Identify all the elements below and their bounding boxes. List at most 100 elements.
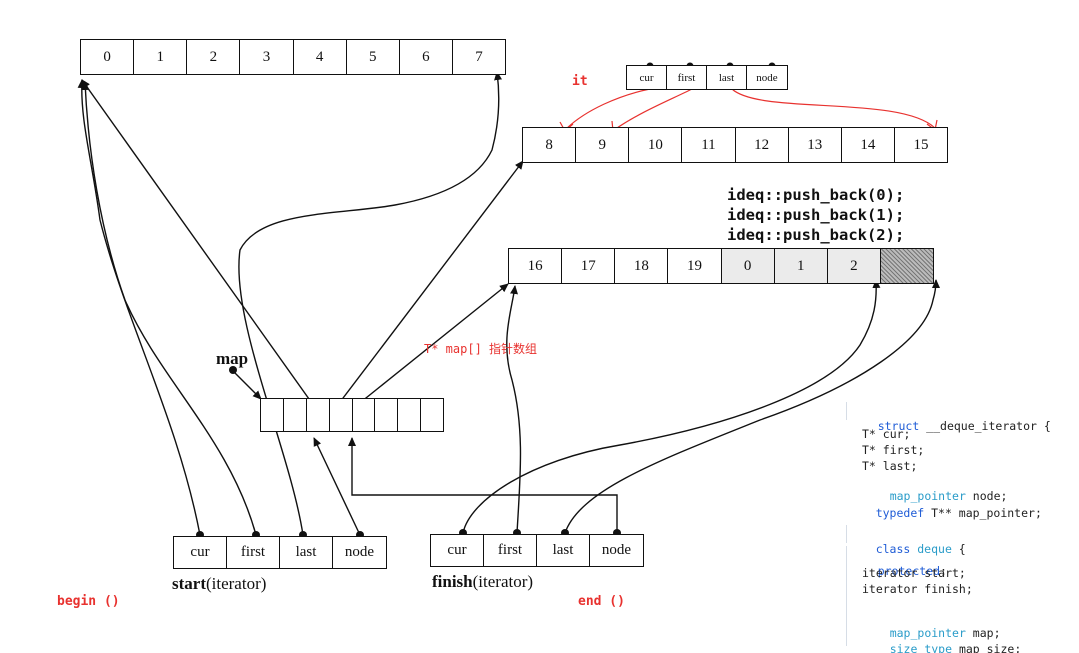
code-member: iterator finish; (862, 582, 973, 596)
map-slot (375, 399, 399, 431)
map-slot (307, 399, 330, 431)
buffer-cell: 18 (615, 249, 669, 283)
it-field-cur: cur (627, 66, 667, 89)
map-array (260, 398, 444, 432)
code-type: deque (910, 542, 952, 556)
code-field: T* last; (862, 459, 918, 473)
arrow-finish-first (506, 285, 522, 534)
arrow-finish-node (348, 437, 618, 533)
code-keyword: typedef (875, 506, 925, 520)
code-field: T* first; (862, 443, 925, 457)
buffer-cell: 5 (347, 40, 400, 74)
code-text: T** map_pointer; (924, 506, 1042, 520)
code-text: node; (965, 489, 1008, 503)
code-protected-line: protected: (850, 550, 947, 592)
arrow-start-node (313, 437, 361, 536)
arrow-start-cur (77, 79, 201, 536)
arrow-start-first (81, 81, 257, 536)
buffer-cell: 0 (81, 40, 135, 74)
start-caption: start(iterator) (172, 574, 266, 594)
arrow-map-to-buffer0 (81, 79, 315, 407)
buffer-middle: 8 9 10 11 12 13 14 15 (522, 127, 948, 163)
buffer-cell: 15 (913, 136, 929, 153)
indent-guide (846, 546, 847, 646)
finish-caption: finish(iterator) (432, 572, 533, 592)
code-class-line: class deque { (848, 528, 966, 570)
buffer-cell: 19 (668, 249, 722, 283)
code-member-map: map_pointer map; (862, 612, 1001, 653)
start-suffix: (iterator) (205, 574, 267, 593)
arrow-start-last (238, 71, 503, 536)
map-slot (330, 399, 353, 431)
code-text: { (951, 542, 966, 556)
buffer-cell-pushed: 1 (774, 249, 828, 283)
map-slot (261, 399, 284, 431)
buffer-bottom: 16 17 18 19 0 1 2 (508, 248, 934, 284)
red-arrow-it-last (731, 88, 936, 129)
code-keyword: class (875, 542, 911, 556)
buffer-top: 0 1 2 3 4 5 6 7 (80, 39, 506, 75)
indent-guide (846, 402, 847, 420)
code-field-node: map_pointer node; (862, 475, 1008, 517)
buffer-cell: 4 (294, 40, 347, 74)
code-member-size: size_type map_size; (862, 628, 1022, 653)
code-type: map_pointer (889, 626, 966, 640)
code-struct-line: struct __deque_iterator { (850, 405, 1051, 447)
end-label: end () (578, 594, 625, 609)
buffer-cell: 3 (240, 40, 294, 74)
finish-field-last: last (537, 535, 590, 566)
buffer-cell: 7 (475, 48, 483, 65)
red-arrow-it-cur (564, 88, 651, 131)
it-field-last: last (707, 66, 747, 89)
buffer-cell: 14 (842, 128, 895, 162)
buffer-cell-pushed: 0 (721, 249, 775, 283)
finish-suffix: (iterator) (472, 572, 534, 591)
arrow-map-to-buffer16 (355, 283, 509, 407)
map-annotation: T* map[] 指针数组 (424, 342, 538, 356)
buffer-cell-pushed: 2 (827, 249, 881, 283)
start-field-cur: cur (174, 537, 227, 568)
code-field: T* cur; (862, 427, 911, 441)
buffer-cell: 17 (562, 249, 616, 283)
it-label: it (572, 74, 588, 89)
begin-label: begin () (57, 594, 120, 609)
arrow-finish-last (564, 279, 940, 534)
code-text: map_size; (952, 642, 1022, 653)
code-keyword: protected (877, 564, 941, 578)
finish-field-cur: cur (431, 535, 484, 566)
indent-guide (846, 525, 847, 543)
finish-name: finish (432, 572, 473, 591)
push-back-line: ideq::push_back(2); (727, 226, 905, 244)
code-text: map; (965, 626, 1001, 640)
buffer-cell: 11 (682, 128, 736, 162)
buffer-cell: 10 (629, 128, 683, 162)
map-label: map (216, 349, 249, 368)
arrow-map-to-buffer8 (336, 160, 524, 407)
start-field-node: node (344, 544, 375, 560)
code-text: : (940, 564, 947, 578)
finish-field-node: node (601, 542, 632, 558)
code-type: map_pointer (889, 489, 966, 503)
start-field-last: last (280, 537, 333, 568)
start-name: start (172, 574, 206, 593)
buffer-cell: 2 (187, 40, 241, 74)
arrow-map-label (232, 370, 262, 400)
start-field-first: first (227, 537, 280, 568)
arrow-finish-cur (462, 279, 881, 534)
code-member: iterator start; (862, 566, 966, 580)
it-iterator-box: cur first last node (626, 65, 788, 90)
finish-iterator-box: cur first last node (430, 534, 644, 567)
it-field-first: first (667, 66, 707, 89)
map-slot (398, 399, 422, 431)
map-slot (284, 399, 307, 431)
code-type: size_type (889, 642, 953, 653)
it-field-node: node (756, 71, 778, 84)
map-slot (421, 399, 443, 431)
buffer-cell: 13 (789, 128, 842, 162)
buffer-cell-unused (880, 249, 933, 283)
buffer-cell: 9 (576, 128, 630, 162)
finish-field-first: first (484, 535, 537, 566)
push-back-line: ideq::push_back(0); (727, 186, 905, 204)
